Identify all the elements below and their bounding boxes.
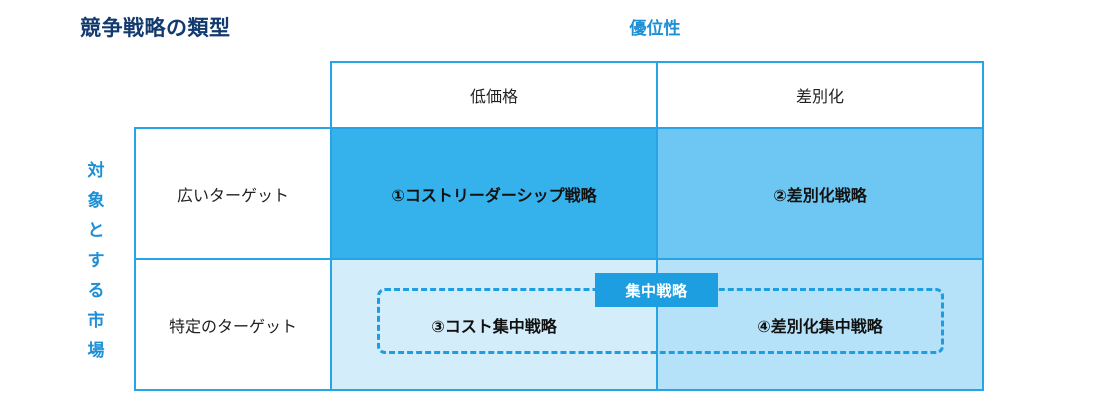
- quadrant-label: ②差別化戦略: [773, 185, 867, 205]
- x-axis-label: 優位性: [629, 19, 681, 39]
- column-header-low-price: 低価格: [330, 61, 658, 129]
- row-header-label: 広いターゲット: [176, 185, 289, 205]
- quadrant-label: ①コストリーダーシップ戦略: [391, 185, 597, 205]
- quadrant-differentiation: ②差別化戦略: [656, 127, 984, 260]
- y-axis-label: 対象とする市場: [87, 161, 105, 361]
- quadrant-label: ④差別化集中戦略: [757, 316, 883, 336]
- quadrant-label: ③コスト集中戦略: [431, 316, 557, 336]
- row-header-specific-target: 特定のターゲット: [134, 258, 332, 391]
- focus-strategy-badge: 集中戦略: [595, 273, 718, 307]
- column-header-label: 低価格: [469, 87, 518, 106]
- row-header-label: 特定のターゲット: [168, 316, 297, 336]
- column-header-label: 差別化: [795, 87, 844, 106]
- column-header-differentiation: 差別化: [656, 61, 984, 129]
- row-header-broad-target: 広いターゲット: [134, 127, 332, 260]
- quadrant-cost-leadership: ①コストリーダーシップ戦略: [330, 127, 658, 260]
- page-title: 競争戦略の類型: [80, 16, 231, 40]
